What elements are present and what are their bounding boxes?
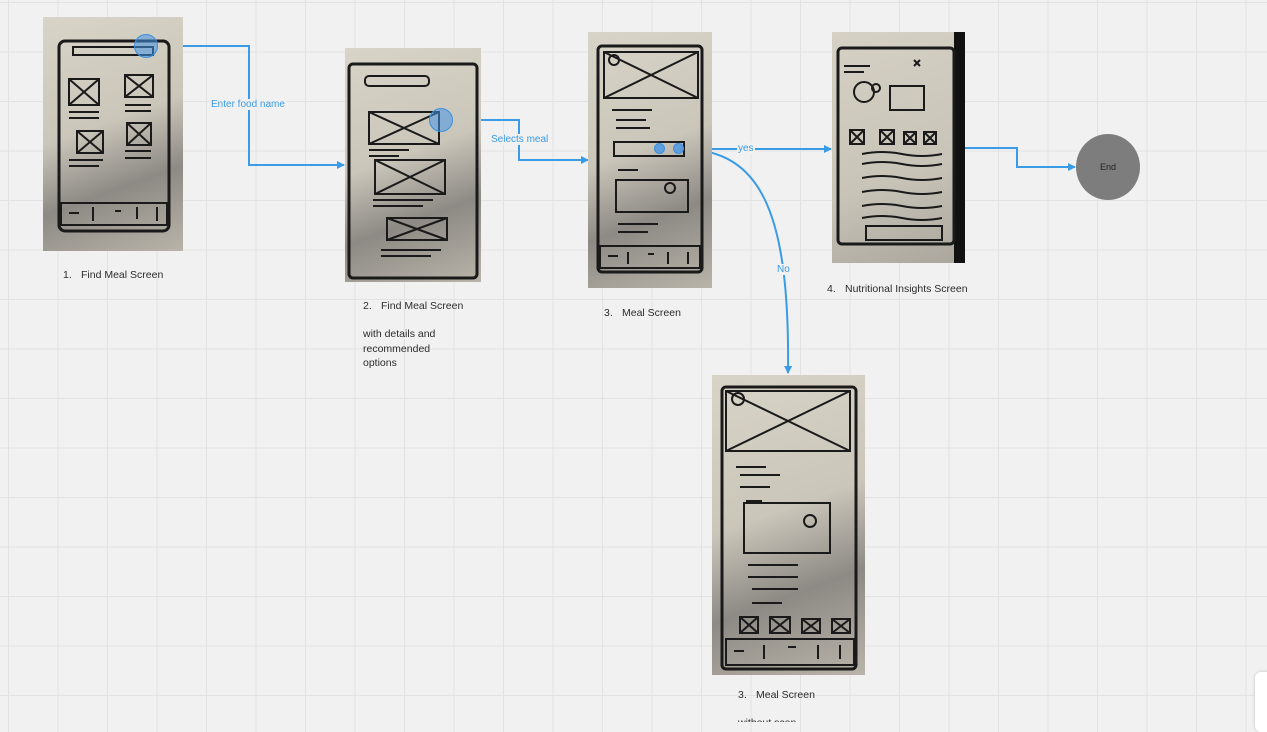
hotspot-search-bar[interactable] [134,34,158,58]
sketch-photo-meal [588,32,712,288]
caption-frame-2-subtitle: with details and recommended options [363,328,436,369]
corner-panel-handle[interactable] [1255,672,1267,732]
connector-label-no: No [776,264,791,275]
connector-s4-end[interactable] [965,147,1076,171]
sketch-photo-nutritional-insights [832,32,965,263]
connector-label-yes: yes [737,143,755,154]
caption-title: Meal Screen [756,689,815,701]
caption-number: 1. [63,269,72,281]
caption-number: 4. [827,283,836,295]
caption-number: 3. [738,689,747,701]
wireframe-sketch-icon [720,385,858,671]
caption-title: Find Meal Screen [381,300,464,312]
sketch-photo-meal-no-scan [712,375,865,675]
hotspot-meal-dot-2[interactable] [673,143,684,154]
wireframe-sketch-icon [347,62,479,280]
caption-title: Find Meal Screen [81,269,164,281]
caption-title: Nutritional Insights Screen [845,283,968,295]
caption-title: Meal Screen [622,307,681,319]
hotspot-meal-dot-1[interactable] [654,143,665,154]
connector-label-enter-food: Enter food name [210,99,286,110]
caption-frame-5-subtitle: without scan... [738,716,805,722]
connector-label-selects-meal: Selects meal [490,134,550,145]
caption-frame-1: 1. Find Meal Screen [63,268,163,282]
caption-frame-3: 3. Meal Screen [604,306,681,320]
wireframe-sketch-icon [57,39,171,233]
sketch-photo-find-meal-details [345,48,481,282]
caption-frame-5: 3. Meal Screen [738,688,815,702]
sketch-photo-find-meal [43,17,183,251]
hotspot-meal-card[interactable] [429,108,453,132]
wireframe-sketch-icon [836,32,965,263]
caption-frame-4: 4. Nutritional Insights Screen [827,282,968,296]
caption-frame-2: 2. Find Meal Screen [363,299,463,313]
wireframe-sketch-icon [596,44,704,274]
caption-number: 3. [604,307,613,319]
caption-number: 2. [363,300,372,312]
end-node[interactable]: End [1076,134,1140,200]
